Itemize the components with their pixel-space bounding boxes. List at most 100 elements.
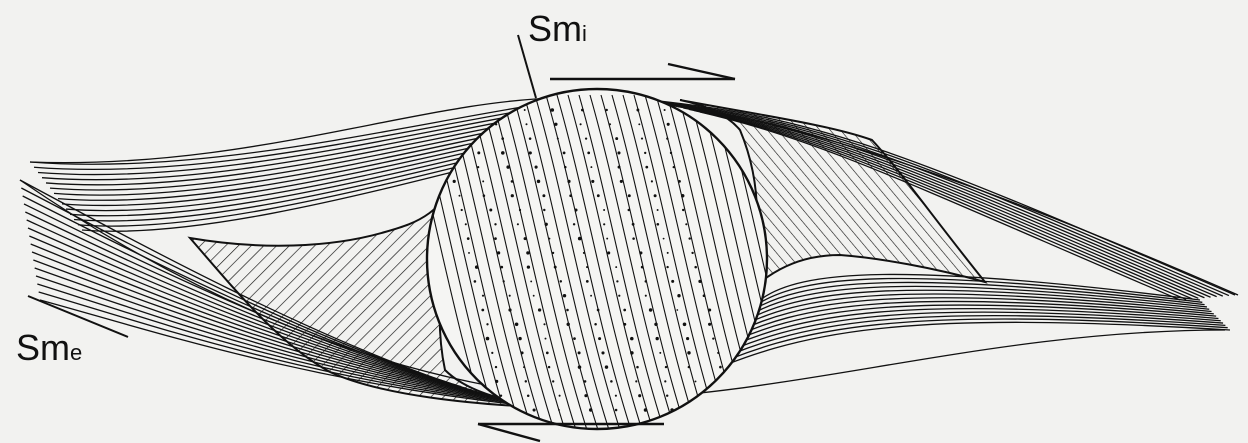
inclusion-dot	[656, 223, 659, 226]
inclusion-dot	[559, 395, 561, 397]
inclusion-dot	[467, 237, 470, 240]
inclusion-dot	[590, 295, 592, 297]
inclusion-dot	[586, 266, 588, 268]
inclusion-dot	[511, 180, 514, 183]
inclusion-dot	[558, 409, 560, 411]
inclusion-dot	[618, 166, 621, 169]
inclusion-dot	[609, 123, 611, 125]
inclusion-dot	[632, 223, 635, 226]
inclusion-dot	[615, 409, 618, 412]
inclusion-dot	[526, 123, 528, 125]
inclusion-dot	[542, 194, 545, 197]
inclusion-dot	[617, 151, 620, 154]
inclusion-dot	[494, 237, 497, 240]
inclusion-dot	[683, 323, 687, 327]
inclusion-dot	[563, 152, 566, 155]
inclusion-dot	[644, 408, 648, 412]
inclusion-dot	[665, 366, 667, 368]
inclusion-dot	[645, 166, 648, 169]
inclusion-dot	[712, 337, 714, 339]
inclusion-dot	[573, 223, 575, 225]
inclusion-dot	[543, 209, 545, 211]
inclusion-dot	[523, 366, 525, 368]
inclusion-dot	[594, 323, 597, 326]
inclusion-dot	[497, 251, 500, 254]
inclusion-dot	[486, 323, 488, 325]
inclusion-dot	[491, 352, 493, 354]
inclusion-dot	[521, 351, 524, 354]
inclusion-dot	[656, 337, 659, 340]
inclusion-dot	[722, 394, 725, 397]
inclusion-dot	[597, 309, 600, 312]
inclusion-dot	[618, 295, 620, 297]
inclusion-dot	[671, 280, 674, 283]
inclusion-dot	[508, 308, 511, 311]
inclusion-dot	[632, 237, 635, 240]
inclusion-dot	[663, 238, 665, 240]
inclusion-dot	[548, 238, 550, 240]
internal-foliation-label-base: Sm	[528, 8, 582, 49]
external-foliation-label-base: Sm	[16, 327, 70, 368]
inclusion-dot	[527, 265, 530, 268]
inclusion-dot	[717, 352, 719, 354]
inclusion-dot	[574, 208, 577, 211]
inclusion-dot	[676, 309, 678, 311]
shear-arrow-top	[550, 64, 735, 79]
inclusion-dot	[518, 337, 521, 340]
inclusion-dot	[548, 366, 550, 368]
inclusion-dot	[645, 280, 648, 283]
inclusion-dot	[566, 309, 569, 312]
inclusion-dot	[537, 180, 540, 183]
inclusion-dot	[495, 366, 497, 368]
inclusion-dot	[538, 308, 541, 311]
inclusion-dot	[475, 265, 479, 269]
inclusion-dot	[603, 209, 605, 211]
inclusion-dot	[666, 394, 668, 396]
inclusion-dot	[727, 409, 729, 411]
inclusion-dot	[636, 109, 639, 112]
inclusion-dot	[474, 280, 477, 283]
inclusion-dot	[580, 123, 582, 125]
inclusion-dot	[465, 223, 467, 225]
inclusion-dot	[519, 209, 521, 211]
inclusion-dot	[591, 180, 594, 183]
inclusion-dot	[477, 151, 480, 154]
inclusion-dot	[529, 137, 532, 140]
inclusion-dot	[584, 394, 587, 397]
inclusion-dot	[501, 408, 504, 411]
inclusion-dot	[482, 295, 484, 297]
inclusion-dot	[551, 108, 555, 112]
inclusion-dot	[509, 295, 511, 297]
inclusion-dot	[607, 251, 610, 254]
inclusion-dot	[703, 294, 706, 297]
inclusion-dot	[560, 280, 562, 282]
inclusion-dot	[638, 394, 641, 397]
inclusion-dot	[719, 366, 722, 369]
inclusion-dot	[483, 194, 486, 197]
inclusion-dot	[584, 380, 587, 383]
inclusion-dot	[527, 394, 530, 397]
inclusion-dot	[615, 266, 617, 268]
inclusion-dot	[494, 223, 496, 225]
inclusion-dot	[511, 194, 514, 197]
inclusion-dot	[603, 223, 605, 225]
inclusion-dot	[554, 123, 557, 126]
inclusion-dot	[638, 123, 640, 125]
inclusion-dot	[564, 166, 567, 169]
inclusion-dot	[567, 180, 570, 183]
inclusion-dot	[585, 137, 587, 139]
inclusion-dot	[694, 266, 697, 269]
inclusion-dot	[529, 151, 532, 154]
inclusion-dot	[459, 195, 461, 197]
inclusion-dot	[620, 180, 623, 183]
inclusion-dot	[506, 165, 509, 168]
inclusion-dot	[525, 380, 527, 382]
inclusion-dot	[500, 394, 502, 396]
inclusion-dot	[666, 266, 668, 268]
inclusion-dot	[533, 295, 535, 297]
inclusion-dot	[533, 408, 536, 411]
inclusion-dot	[682, 209, 684, 211]
inclusion-dot	[687, 351, 690, 354]
inclusion-dot	[698, 408, 702, 412]
